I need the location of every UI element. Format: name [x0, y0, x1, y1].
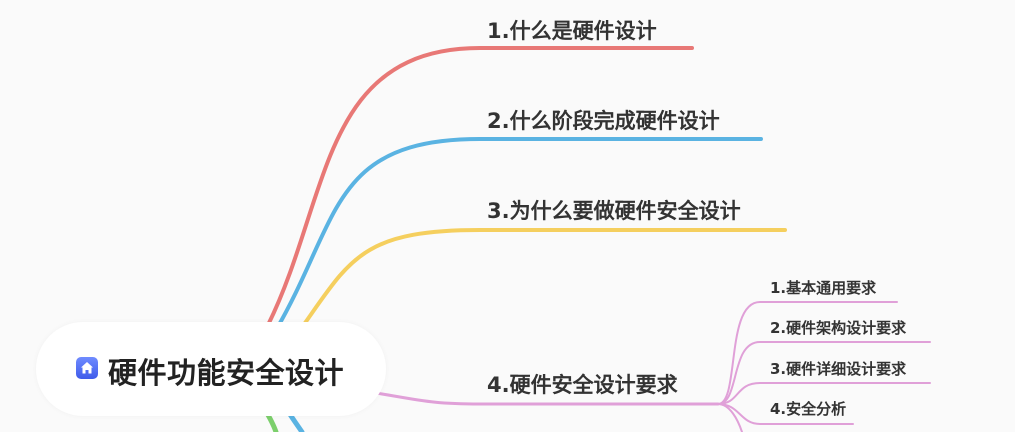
- branch-node-2[interactable]: 2.什么阶段完成硬件设计: [487, 109, 720, 133]
- sub-line-5: [717, 403, 743, 432]
- branch-line-3: [298, 228, 787, 332]
- sub-line-2: [717, 341, 931, 405]
- branch-node-1[interactable]: 1.什么是硬件设计: [487, 19, 657, 43]
- sub-node-1[interactable]: 1.基本通用要求: [770, 279, 877, 297]
- branch-node-3[interactable]: 3.为什么要做硬件安全设计: [487, 199, 741, 223]
- sub-node-3[interactable]: 3.硬件详细设计要求: [770, 360, 907, 378]
- home-icon: [76, 357, 98, 379]
- sub-node-2[interactable]: 2.硬件架构设计要求: [770, 319, 907, 337]
- branch-line-1: [266, 46, 694, 327]
- sub-node-4[interactable]: 4.安全分析: [770, 400, 847, 418]
- branch-line-2: [274, 137, 763, 332]
- branch-node-4[interactable]: 4.硬件安全设计要求: [487, 373, 678, 397]
- sub-line-1: [717, 301, 898, 405]
- branch-line-4: [368, 390, 720, 406]
- root-title[interactable]: 硬件功能安全设计: [108, 356, 345, 390]
- sub-line-3: [717, 382, 931, 405]
